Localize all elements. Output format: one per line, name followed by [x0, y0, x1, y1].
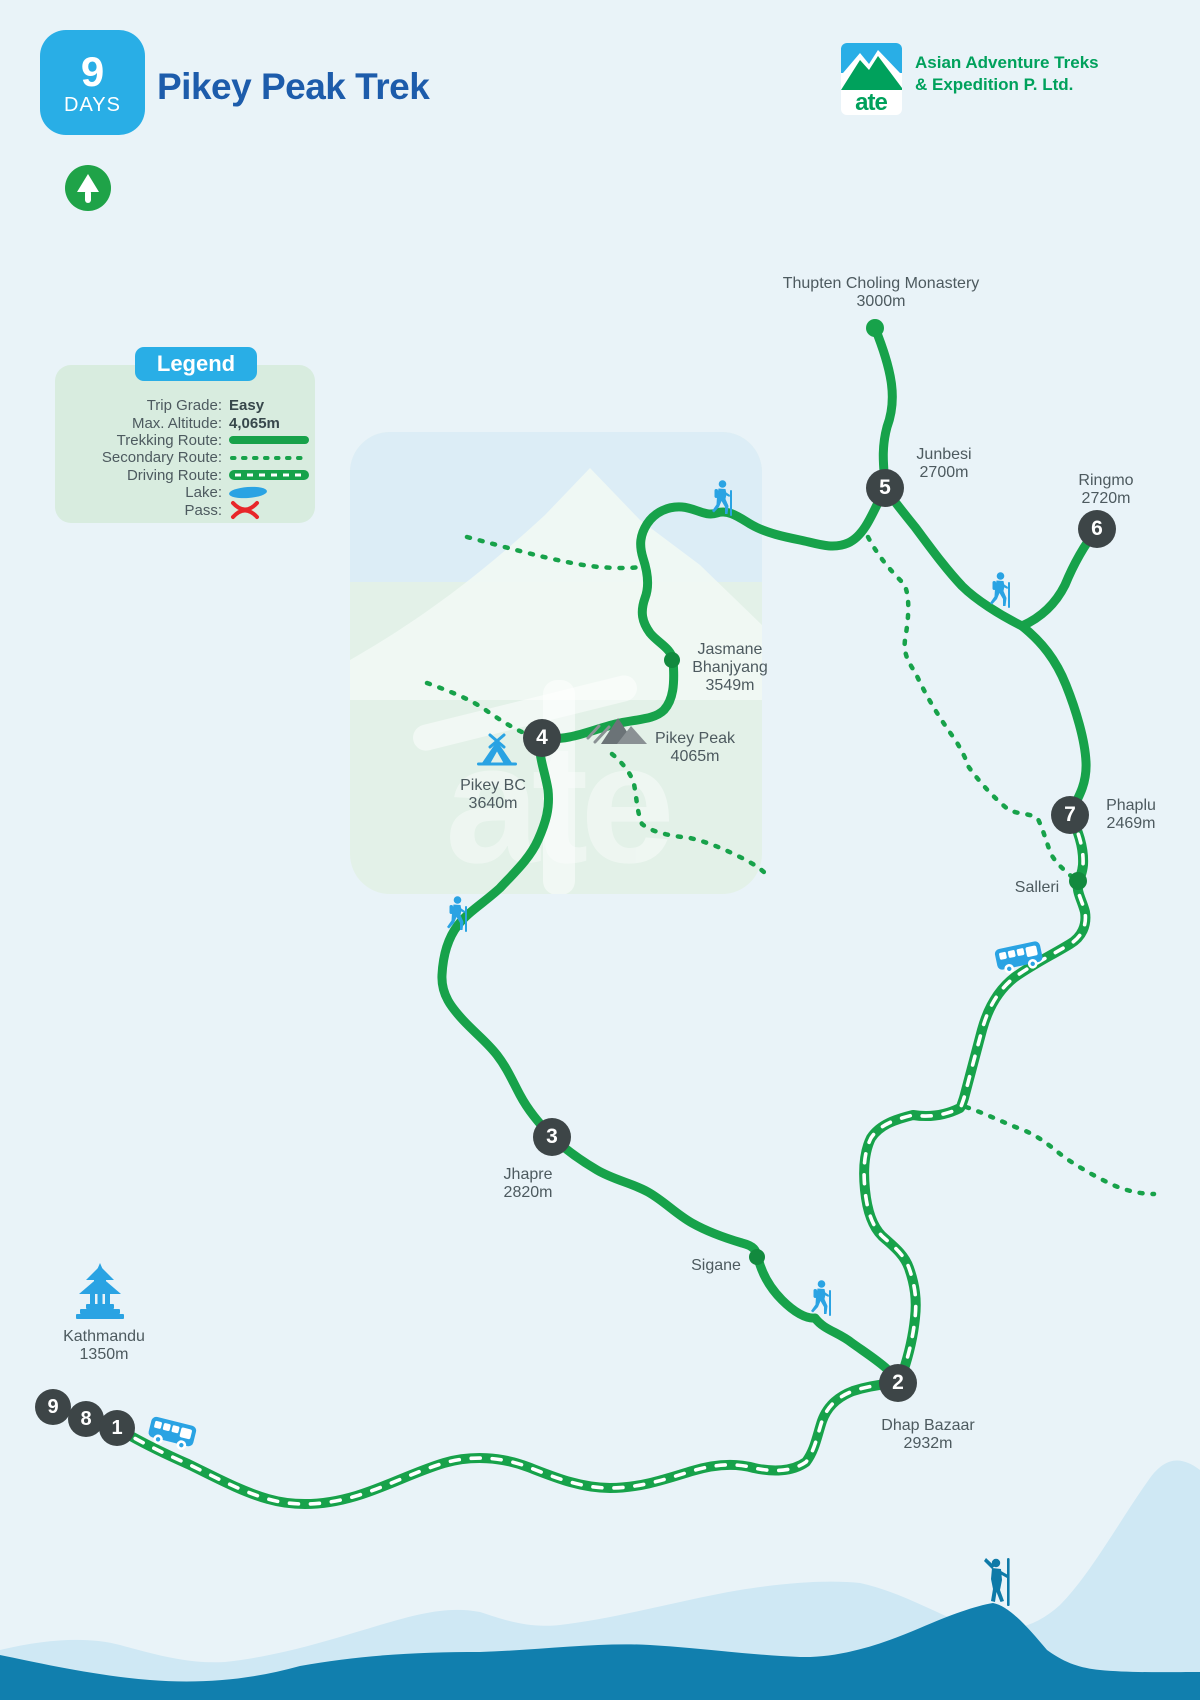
bus-icons [148, 941, 1043, 1450]
hiker-icons [447, 480, 1010, 1316]
location-label-pikey-peak: Pikey Peak 4065m [655, 730, 735, 766]
summit-climber-icon [984, 1558, 1010, 1606]
mountain-silhouette-dark [0, 1603, 1200, 1700]
location-label-jasmane: Jasmane Bhanjyang 3549m [674, 641, 786, 695]
legend-row-pass: Pass: [55, 501, 315, 520]
hiker-icon [990, 572, 1010, 608]
logo-monogram: ate [855, 89, 887, 115]
days-number: 9 [80, 47, 105, 95]
location-name: Sigane [691, 1257, 741, 1274]
location-label-jhapre: Jhapre 2820m [504, 1166, 553, 1202]
company-logo-icon: ate [841, 43, 902, 115]
location-label-phaplu: Phaplu 2469m [1106, 797, 1156, 833]
location-label-ringmo: Ringmo 2720m [1078, 472, 1133, 508]
location-name: Ringmo [1078, 472, 1134, 489]
page-title: Pikey Peak Trek [157, 66, 430, 107]
pass-sample [231, 501, 259, 520]
bus-icon [994, 941, 1043, 974]
waypoint-marker-6: 6 [1078, 510, 1116, 548]
location-altitude: 3640m [468, 795, 518, 812]
location-name: Dhap Bazaar [881, 1417, 975, 1434]
route-node-jasmane [664, 652, 680, 668]
waypoint-marker-3: 3 [533, 1118, 571, 1156]
location-label-junbesi: Junbesi 2700m [916, 446, 971, 482]
driving-route [112, 810, 1091, 1509]
legend-row-trip-grade: Trip Grade: Easy [55, 397, 315, 414]
secondary-route [424, 534, 1157, 1197]
legend-row-lake: Lake: [55, 484, 315, 501]
days-badge: 9 DAYS [40, 30, 145, 135]
trip-grade-value: Easy [229, 397, 265, 415]
hiker-icon [712, 480, 732, 516]
location-label-pikey-bc: Pikey BC 3640m [460, 777, 526, 813]
tent-icon [477, 733, 517, 766]
legend-row-driving-route: Driving Route: [55, 467, 315, 484]
location-label-thupten: Thupten Choling Monastery 3000m [783, 275, 980, 311]
location-name: Pikey BC [460, 777, 526, 794]
waypoint-marker-9: 9 [35, 1389, 71, 1425]
location-altitude: 3549m [705, 677, 755, 694]
location-altitude: 2720m [1081, 490, 1131, 507]
location-altitude: 2820m [503, 1184, 553, 1201]
legend: Trip Grade: Easy Max. Altitude: 4,065m T… [55, 365, 315, 523]
bus-icon [148, 1416, 197, 1450]
secondary-route-sample [230, 455, 308, 460]
mountain-peak-icon [586, 718, 647, 744]
max-altitude-label: Max. Altitude: [131, 414, 222, 432]
driving-route-sample [229, 470, 309, 481]
secondary-route-label: Secondary Route: [101, 449, 222, 467]
waypoint-marker-2: 2 [879, 1364, 917, 1402]
location-name: Phaplu [1106, 797, 1156, 814]
pagoda-icon [76, 1263, 124, 1319]
days-label: DAYS [64, 93, 121, 116]
location-altitude: 3000m [856, 293, 906, 310]
trekking-route [437, 323, 1102, 1388]
location-name: Jasmane Bhanjyang [692, 641, 768, 676]
max-altitude-value: 4,065m [229, 414, 280, 432]
location-label-sigane: Sigane [691, 1257, 741, 1275]
company-name: Asian Adventure Treks & Expedition P. Lt… [915, 52, 1099, 96]
north-tree-icon [65, 165, 111, 211]
location-name: Salleri [1014, 879, 1060, 896]
route-node-monastery [866, 319, 884, 337]
waypoint-marker-5: 5 [866, 469, 904, 507]
trekking-route-sample [229, 436, 309, 445]
legend-title: Legend [135, 347, 257, 381]
hiker-icon [811, 1280, 831, 1316]
trekking-route-label: Trekking Route: [116, 431, 222, 449]
location-name: Thupten Choling Monastery [782, 275, 980, 292]
pass-label: Pass: [184, 501, 222, 519]
hiker-icon [447, 896, 467, 932]
company-name-line2: & Expedition P. Ltd. [915, 75, 1074, 94]
driving-route-label: Driving Route: [126, 466, 222, 484]
location-name: Kathmandu [63, 1328, 145, 1345]
location-label-kathmandu: Kathmandu 1350m [63, 1328, 145, 1364]
location-name: Pikey Peak [654, 730, 736, 747]
legend-row-secondary-route: Secondary Route: [55, 449, 315, 466]
legend-row-max-altitude: Max. Altitude: 4,065m [55, 414, 315, 432]
waypoint-marker-7: 7 [1051, 796, 1089, 834]
waypoint-marker-1: 1 [99, 1410, 135, 1446]
route-node-salleri [1069, 872, 1087, 890]
trip-grade-label: Trip Grade: [146, 397, 222, 415]
waypoint-marker-8: 8 [68, 1401, 104, 1437]
location-name: Jhapre [503, 1166, 553, 1183]
legend-row-trekking-route: Trekking Route: [55, 432, 315, 449]
location-altitude: 2700m [919, 464, 969, 481]
route-node-sigane [749, 1249, 765, 1265]
route-nodes [664, 319, 1087, 1265]
lake-label: Lake: [185, 484, 222, 502]
location-altitude: 1350m [79, 1346, 129, 1363]
company-name-line1: Asian Adventure Treks [915, 53, 1099, 72]
location-label-salleri: Salleri [1015, 879, 1059, 897]
location-name: Junbesi [916, 446, 972, 463]
location-altitude: 2932m [903, 1435, 953, 1452]
location-altitude: 2469m [1106, 815, 1156, 832]
location-altitude: 4065m [670, 748, 720, 765]
lake-sample [228, 485, 268, 500]
location-label-dhap-bazaar: Dhap Bazaar 2932m [881, 1417, 974, 1453]
waypoint-marker-4: 4 [523, 719, 561, 757]
